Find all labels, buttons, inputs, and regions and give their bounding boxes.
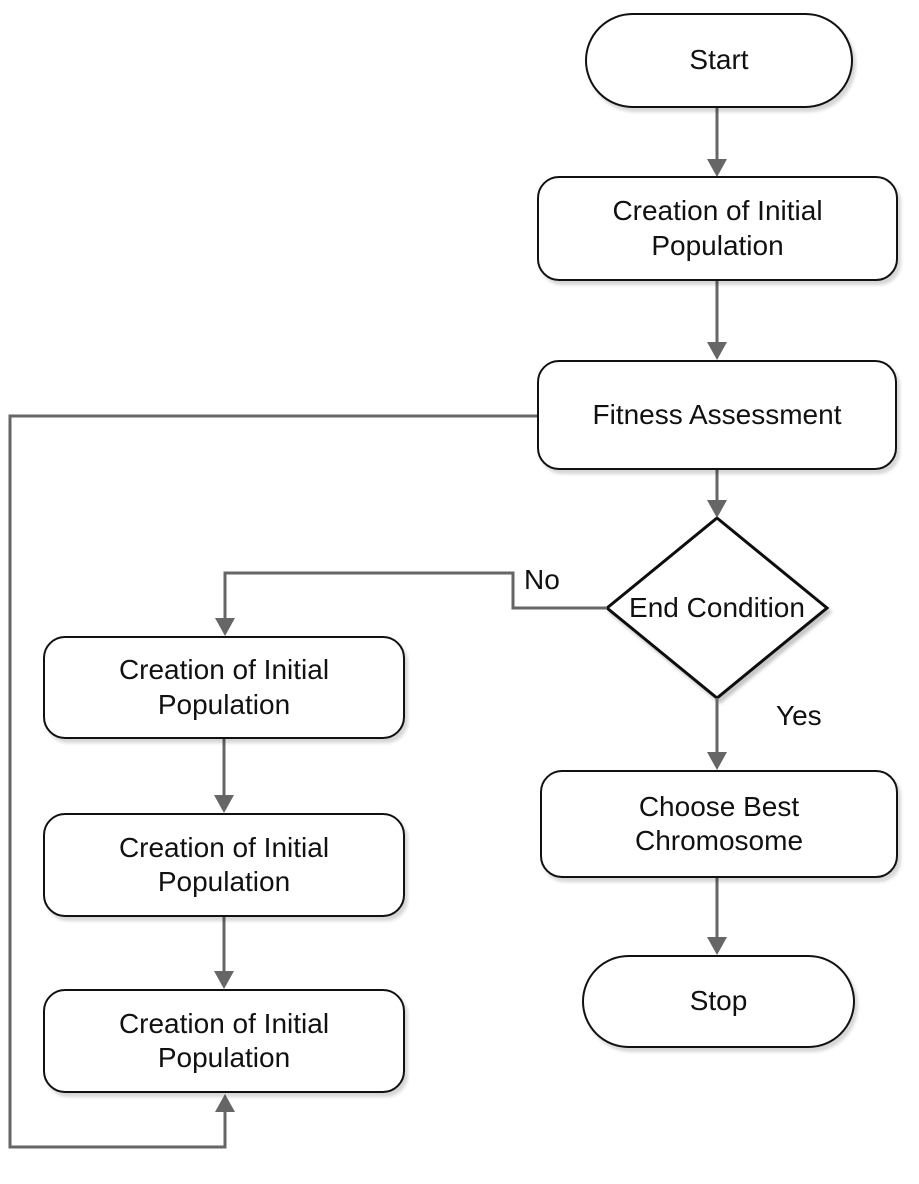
node-left-box-3-label: Creation of Initial Population [118,1007,330,1073]
edge-label-no: No [524,564,560,595]
node-left-box-2-label: Creation of Initial Population [118,831,330,897]
node-fitness-assessment: Fitness Assessment [537,360,897,470]
node-choose-best-label: Choose Best Chromosome [634,790,804,856]
node-stop-label: Stop [689,985,748,1017]
node-init-population: Creation of Initial Population [537,176,898,281]
node-end-condition-label: End Condition [629,592,805,623]
edge-fitness-feedback-loop [8,414,537,1149]
node-choose-best: Choose Best Chromosome [540,770,898,878]
edge-start-to-init [707,108,727,177]
node-left-box-2: Creation of Initial Population [43,813,405,917]
edge-label-yes: Yes [776,700,822,731]
node-left-box-1: Creation of Initial Population [43,636,405,739]
edge-leftbox2-to-leftbox3 [214,917,234,989]
edge-choose-to-stop [707,878,727,955]
node-fitness-assessment-label: Fitness Assessment [592,398,842,430]
edge-leftbox1-to-leftbox2 [214,738,234,813]
node-left-box-3: Creation of Initial Population [43,989,405,1093]
node-init-population-label: Creation of Initial Population [612,195,823,261]
node-start-label: Start [689,44,749,76]
edge-condition-yes [707,698,727,770]
node-left-box-1-label: Creation of Initial Population [118,654,330,720]
edge-fitness-to-condition [707,470,727,518]
edge-condition-no [215,571,607,636]
node-stop: Stop [582,955,855,1048]
node-start: Start [585,13,853,108]
node-end-condition: End Condition [607,518,827,698]
edge-init-to-fitness [707,281,727,360]
